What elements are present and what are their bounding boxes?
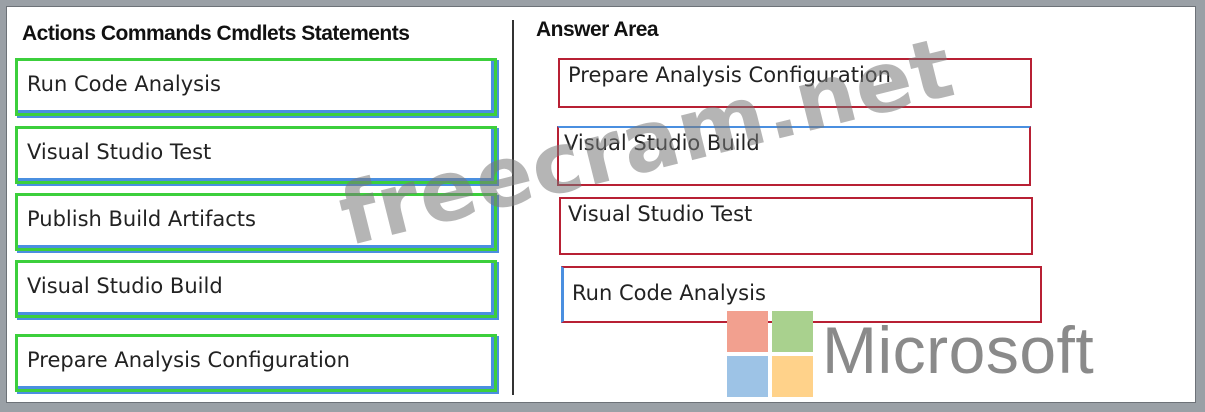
logo-square-blue bbox=[727, 356, 768, 397]
answer-slot-3[interactable]: Visual Studio Test bbox=[559, 197, 1033, 255]
answer-slot-1[interactable]: Prepare Analysis Configuration bbox=[558, 58, 1032, 108]
source-item-prepare-analysis-configuration[interactable]: Prepare Analysis Configuration bbox=[15, 334, 497, 392]
microsoft-logo bbox=[727, 311, 813, 397]
source-item-publish-build-artifacts[interactable]: Publish Build Artifacts bbox=[15, 193, 497, 251]
source-item-visual-studio-build[interactable]: Visual Studio Build bbox=[15, 260, 497, 318]
microsoft-wordmark: Microsoft bbox=[822, 313, 1095, 387]
answer-slot-2[interactable]: Visual Studio Build bbox=[557, 126, 1031, 186]
panel-divider bbox=[512, 20, 514, 395]
source-item-run-code-analysis[interactable]: Run Code Analysis bbox=[15, 58, 497, 116]
logo-square-red bbox=[727, 311, 768, 352]
answer-area-heading: Answer Area bbox=[536, 18, 659, 41]
actions-heading: Actions Commands Cmdlets Statements bbox=[22, 22, 410, 45]
logo-square-yellow bbox=[772, 356, 813, 397]
logo-square-green bbox=[772, 311, 813, 352]
source-item-visual-studio-test[interactable]: Visual Studio Test bbox=[15, 126, 497, 184]
